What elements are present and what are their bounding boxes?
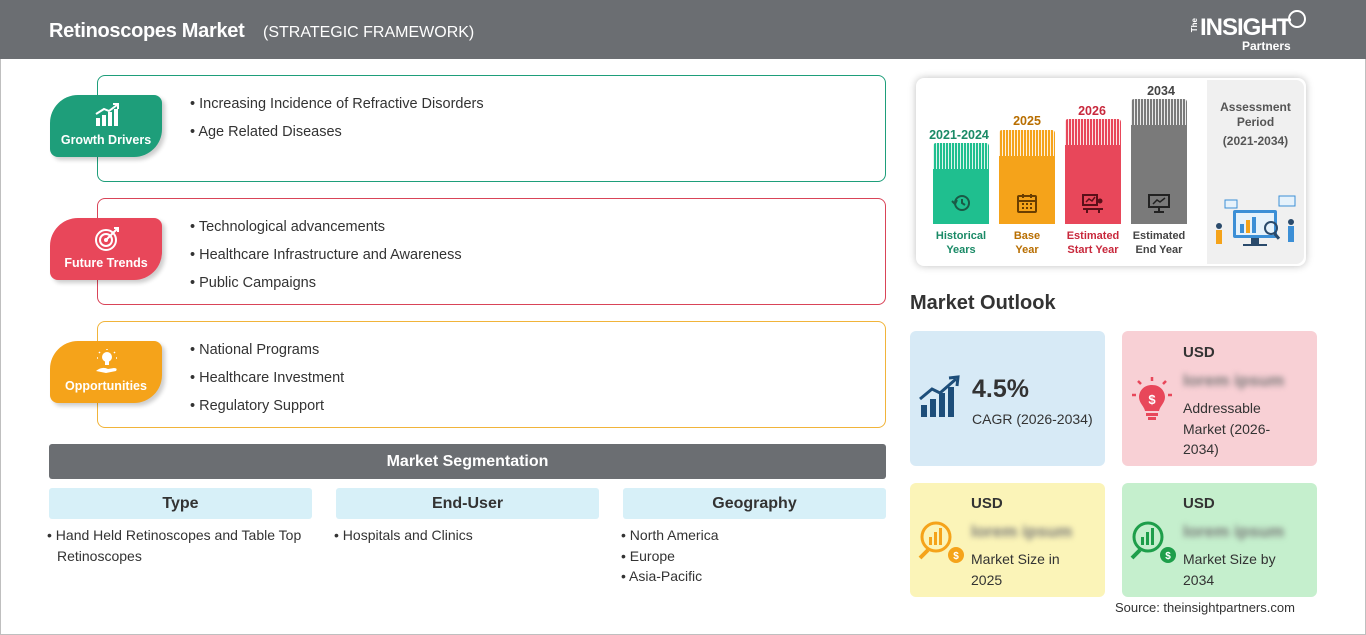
svg-text:$: $ <box>1148 392 1156 407</box>
market-outlook-title: Market Outlook <box>910 292 1056 314</box>
timeline-year-historical: 2021-2024 <box>929 128 989 142</box>
list-item: Age Related Diseases <box>190 124 484 152</box>
presentation-icon <box>1082 194 1103 213</box>
opportunities-box: National Programs Healthcare Investment … <box>97 321 886 428</box>
growth-chart-icon <box>919 375 960 417</box>
list-item: Hospitals and Clinics <box>334 525 594 546</box>
growth-drivers-box: Increasing Incidence of Refractive Disor… <box>97 75 886 182</box>
assessment-title-line: Assessment <box>1220 100 1291 114</box>
timeline-year-end: 2034 <box>1147 84 1175 98</box>
page-subtitle: (STRATEGIC FRAMEWORK) <box>263 24 475 41</box>
money-chart-icon: $ <box>918 521 964 563</box>
market-size-2025-card: $ USD lorem ipsum Market Size in 2025 <box>910 483 1105 597</box>
money-chart-icon: $ <box>1130 521 1176 563</box>
bar-chart-arrow-icon <box>95 103 119 126</box>
list-item: Public Campaigns <box>190 275 462 303</box>
assessment-period: (2021-2034) <box>1222 134 1289 148</box>
logo-the: The <box>1190 18 1199 33</box>
list-item: Healthcare Investment <box>190 370 344 398</box>
segment-head-geography: Geography <box>623 488 886 519</box>
timeline-bar-base <box>999 130 1055 224</box>
market-size-2025-label: Market Size in 2025 <box>971 551 1060 588</box>
assessment-period-panel: Assessment Period (2021-2034) <box>1207 80 1304 264</box>
list-item: Healthcare Infrastructure and Awareness <box>190 247 462 275</box>
opportunities-list: National Programs Healthcare Investment … <box>190 342 344 426</box>
analytics-people-icon <box>1216 195 1296 246</box>
growth-drivers-badge: Growth Drivers <box>50 95 162 157</box>
list-item: Increasing Incidence of Refractive Disor… <box>190 96 484 124</box>
monitor-chart-icon <box>1148 194 1170 213</box>
growth-drivers-label: Growth Drivers <box>60 133 152 147</box>
addressable-value-blurred: lorem ipsum <box>1183 371 1285 390</box>
insight-partners-logo[interactable]: The INSIGHT Partners <box>1190 10 1310 53</box>
segmentation-title: Market Segmentation <box>49 444 886 479</box>
source-credit[interactable]: Source: theinsightpartners.com <box>1115 600 1295 615</box>
svg-text:$: $ <box>953 551 959 562</box>
timeline-bar-start <box>1065 119 1121 224</box>
timeline-year-base: 2025 <box>1013 114 1041 128</box>
segment-head-end-user: End-User <box>336 488 599 519</box>
list-item: North America <box>621 525 881 546</box>
future-trends-box: Technological advancements Healthcare In… <box>97 198 886 305</box>
segment-list-type: Hand Held Retinoscopes and Table Top Ret… <box>47 525 317 566</box>
addressable-usd: USD <box>1183 344 1215 361</box>
future-trends-badge: Future Trends <box>50 218 162 280</box>
page-title: Retinoscopes Market <box>49 20 245 42</box>
dollar-bulb-icon: $ <box>1132 377 1172 420</box>
market-size-2034-card: $ USD lorem ipsum Market Size by 2034 <box>1122 483 1317 597</box>
market-size-2034-label: Market Size by 2034 <box>1183 551 1276 588</box>
growth-drivers-list: Increasing Incidence of Refractive Disor… <box>190 96 484 152</box>
list-item: Technological advancements <box>190 219 462 247</box>
future-trends-list: Technological advancements Healthcare In… <box>190 219 462 303</box>
segment-list-geography: North America Europe Asia-Pacific <box>621 525 881 587</box>
logo-partners: Partners <box>1242 39 1291 53</box>
timeline-bar-end <box>1131 99 1187 224</box>
market-size-2025-usd: USD <box>971 495 1003 512</box>
list-item: Hand Held Retinoscopes and Table Top Ret… <box>47 525 317 566</box>
segment-list-end-user: Hospitals and Clinics <box>334 525 594 546</box>
cagr-card: 4.5% CAGR (2026-2034) <box>910 331 1105 466</box>
list-item: Regulatory Support <box>190 398 344 426</box>
logo-insight: INSIGHT <box>1200 14 1291 41</box>
target-icon <box>95 227 119 251</box>
cagr-value: 4.5% <box>972 375 1029 403</box>
addressable-label: Addressable Market (2026- 2034) <box>1183 400 1271 457</box>
history-icon <box>951 195 970 211</box>
list-item: National Programs <box>190 342 344 370</box>
market-size-2034-usd: USD <box>1183 495 1215 512</box>
market-size-2025-value-blurred: lorem ipsum <box>971 522 1073 541</box>
svg-text:$: $ <box>1165 551 1171 562</box>
addressable-market-card: $ USD lorem ipsum Addressable Market (20… <box>1122 331 1317 466</box>
future-trends-label: Future Trends <box>64 256 148 270</box>
cagr-label: CAGR (2026-2034) <box>972 411 1093 427</box>
opportunities-badge: Opportunities <box>50 341 162 403</box>
assessment-title: Assessment Period <box>1207 100 1304 130</box>
market-size-2034-value-blurred: lorem ipsum <box>1183 522 1285 541</box>
lightbulb-hand-icon <box>96 349 117 373</box>
opportunities-label: Opportunities <box>65 379 147 393</box>
segment-head-type: Type <box>49 488 312 519</box>
calendar-icon <box>1017 194 1037 213</box>
list-item: Europe <box>621 546 881 567</box>
assessment-title-line: Period <box>1236 115 1275 129</box>
timeline-year-start: 2026 <box>1078 104 1106 118</box>
list-item: Asia-Pacific <box>621 566 881 587</box>
header-bar: Retinoscopes Market (STRATEGIC FRAMEWORK… <box>0 0 1366 59</box>
logo-ring <box>1288 10 1306 28</box>
